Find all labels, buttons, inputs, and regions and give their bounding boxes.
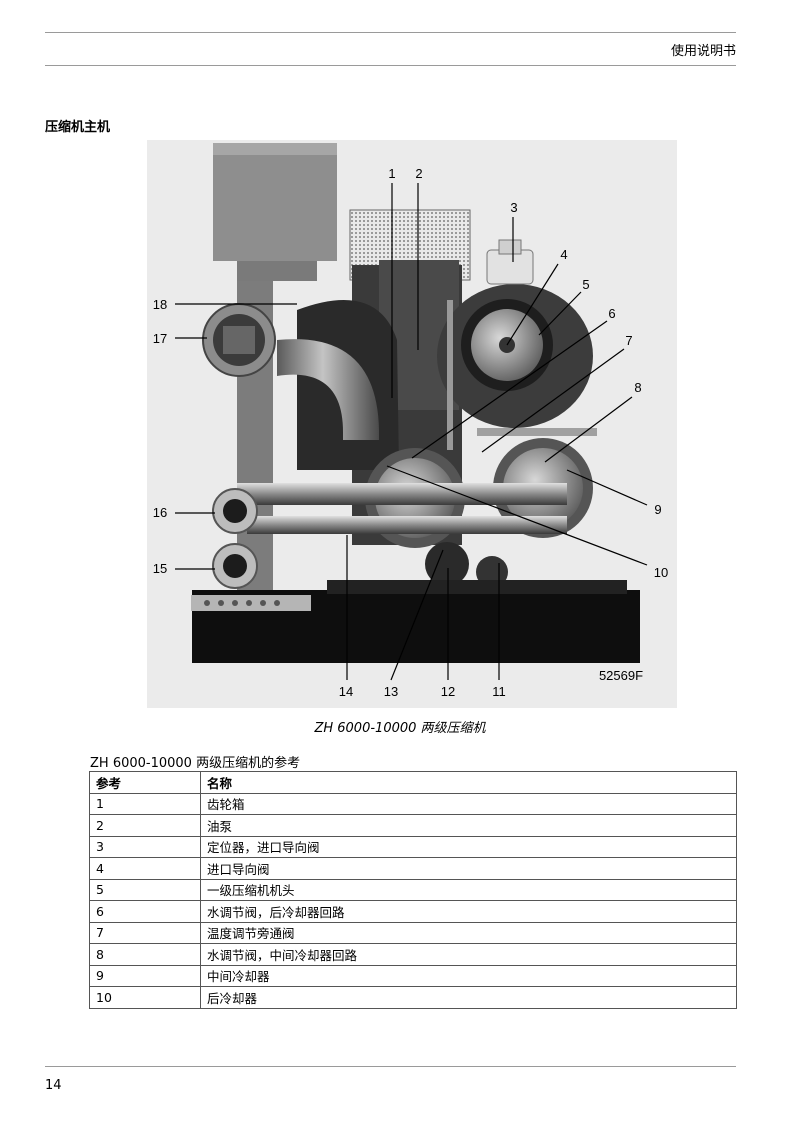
document-title: 使用说明书 [670,44,736,59]
callout-4: 4 [560,247,567,262]
ref-cell: 10 [89,986,201,1009]
name-cell: 油泵 [200,814,737,837]
page-number: 14 [45,1078,62,1093]
column-header-ref: 参考 [89,771,201,794]
figure-code: 52569F [599,668,643,683]
compressor-photo: 1 2 3 4 5 6 7 8 9 10 11 12 13 14 15 16 1… [147,140,677,708]
name-cell: 水调节阀，后冷却器回路 [200,900,737,923]
callout-9: 9 [654,502,661,517]
callout-2: 2 [415,166,422,181]
name-cell: 一级压缩机机头 [200,878,737,901]
figure-caption: ZH 6000-10000 两级压缩机 [314,721,486,736]
table-header-row: 参考 名称 [89,771,737,794]
header-top-rule [45,32,736,33]
ref-cell: 7 [89,921,201,944]
callout-18: 18 [153,297,167,312]
callout-16: 16 [153,505,167,520]
name-cell: 中间冷却器 [200,964,737,987]
ref-cell: 4 [89,857,201,880]
callout-15: 15 [153,561,167,576]
ref-cell: 6 [89,900,201,923]
section-heading: 压缩机主机 [45,120,111,135]
name-cell: 温度调节旁通阀 [200,921,737,944]
callout-3: 3 [510,200,517,215]
ref-cell: 8 [89,943,201,966]
ref-cell: 9 [89,964,201,987]
callout-11: 11 [492,684,506,699]
callout-12: 12 [441,684,455,699]
name-cell: 定位器，进口导向阀 [200,835,737,858]
callout-5: 5 [582,277,589,292]
ref-cell: 2 [89,814,201,837]
callout-13: 13 [384,684,398,699]
column-header-name: 名称 [200,771,737,794]
callout-10: 10 [654,565,668,580]
callout-8: 8 [634,380,641,395]
callout-14: 14 [339,684,353,699]
callout-17: 17 [153,331,167,346]
header-bottom-rule [45,65,736,66]
callout-6: 6 [608,306,615,321]
name-cell: 后冷却器 [200,986,737,1009]
ref-cell: 5 [89,878,201,901]
ref-cell: 1 [89,792,201,815]
callout-1: 1 [388,166,395,181]
name-cell: 水调节阀，中间冷却器回路 [200,943,737,966]
table-title: ZH 6000-10000 两级压缩机的参考 [90,756,301,771]
name-cell: 进口导向阀 [200,857,737,880]
ref-cell: 3 [89,835,201,858]
footer-rule [45,1066,736,1067]
name-cell: 齿轮箱 [200,792,737,815]
callout-7: 7 [625,333,632,348]
